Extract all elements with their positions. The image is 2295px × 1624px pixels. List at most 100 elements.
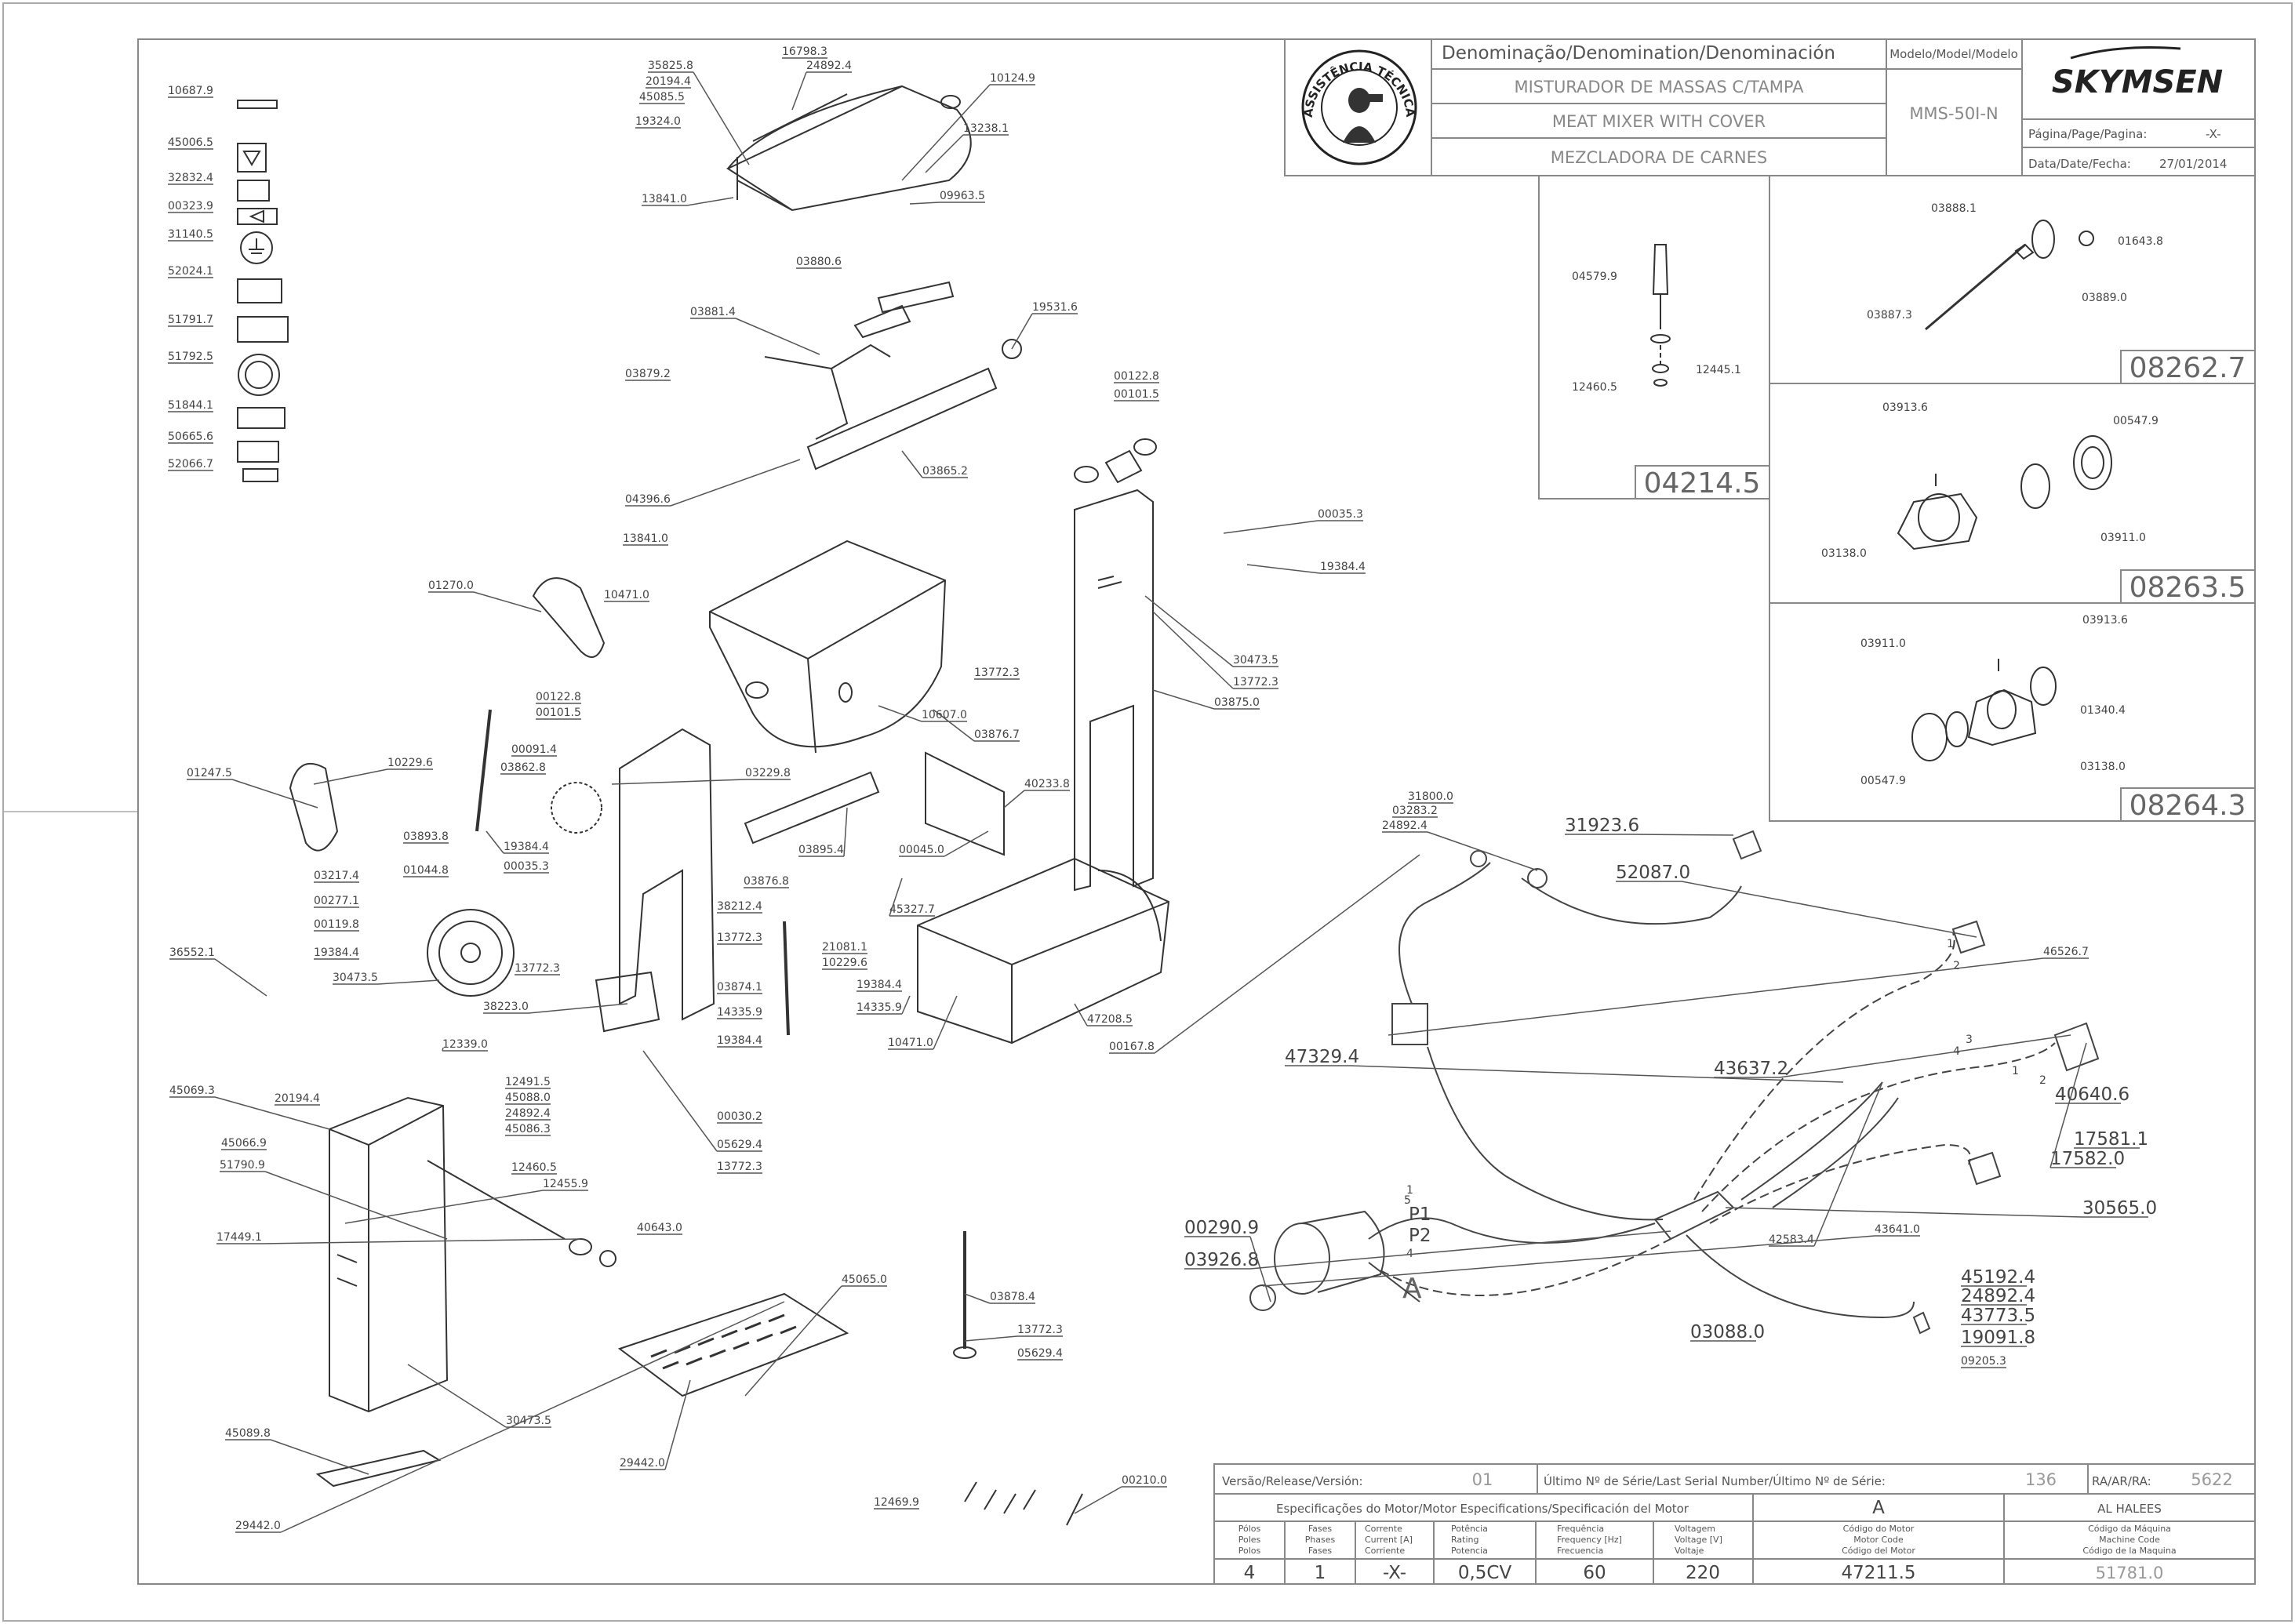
leader-line: [270, 1439, 369, 1475]
terminal-label-s2: 2: [1953, 960, 1960, 972]
part-label-10607-0-30: 10607.0: [922, 709, 967, 721]
leader-line: [1074, 1486, 1122, 1514]
motor-spec-label: Especificações do Motor/Motor Especifica…: [1276, 1502, 1689, 1516]
leader-line: [1246, 564, 1321, 574]
part-label-42583-4-114: 42583.4: [1769, 1233, 1814, 1246]
part-label-10471-0-28: 10471.0: [604, 589, 649, 601]
motor-letter: A: [1872, 1498, 1885, 1518]
part-label-00277-1-43: 00277.1: [314, 895, 359, 907]
part-label-03876-7-89: 03876.7: [974, 728, 1020, 741]
part-label-14335-9-98: 14335.9: [857, 1001, 902, 1014]
leader-line: [744, 1285, 842, 1397]
leader-line: [1011, 313, 1033, 350]
hdr-motorcode-es: Código del Motor: [1842, 1546, 1915, 1556]
hdr-voltage-en: Voltage [V]: [1675, 1535, 1722, 1545]
leader-line: [1262, 1235, 1875, 1287]
part-label-03888-1: 03888.1: [1931, 202, 1977, 215]
leader-line: [686, 197, 734, 206]
part-label-03893-8-38: 03893.8: [403, 830, 449, 843]
part-label-38212-4-48: 38212.4: [717, 900, 762, 913]
part-label-30565-0-113: 30565.0: [2082, 1198, 2157, 1219]
part-label-09963-5-20: 09963.5: [940, 190, 985, 202]
part-label-43773-5-121: 43773.5: [1961, 1306, 2035, 1326]
leader-line: [791, 71, 807, 111]
hdr-power-es: Potencia: [1451, 1546, 1488, 1556]
serial-label: Último Nº de Série/Last Serial Number/Úl…: [1544, 1473, 1886, 1488]
part-label-03229-8-36: 03229.8: [745, 767, 791, 779]
part-label-03878-4-76: 03878.4: [990, 1291, 1035, 1303]
part-label-43641-0-115: 43641.0: [1875, 1223, 1920, 1236]
part-label-45086-3-61: 45086.3: [505, 1123, 551, 1135]
hdr-poles-pt: Pólos: [1238, 1524, 1261, 1534]
part-label-45327-7-94: 45327.7: [889, 903, 935, 916]
part-label-30473-5-46: 30473.5: [333, 972, 378, 984]
terminal-label-1: 1: [1406, 1184, 1413, 1197]
part-label-52087-0-106: 52087.0: [1616, 863, 1690, 883]
subassembly-id-08263-5: 08263.5: [2130, 572, 2246, 604]
model-value: MMS-50I-N: [1909, 104, 1998, 123]
part-label-10229-6-96: 10229.6: [822, 957, 867, 969]
part-label-52024-1-5: 52024.1: [168, 265, 213, 278]
part-label-24892-4-120: 24892.4: [1961, 1286, 2035, 1306]
part-label-00101-5-82: 00101.5: [1114, 388, 1159, 401]
hdr-phases-pt: Fases: [1308, 1524, 1333, 1534]
leader-line: [1223, 520, 1318, 534]
drawing-frame: [137, 38, 2256, 1585]
part-label-45069-3-56: 45069.3: [169, 1084, 215, 1097]
part-label-00091-4-33: 00091.4: [511, 743, 557, 756]
leader-line: [964, 1335, 1018, 1342]
leader-line: [1249, 1230, 1671, 1270]
part-label-12460-5-67: 12460.5: [511, 1161, 557, 1174]
leader-line: [843, 807, 848, 857]
leader-line: [473, 591, 542, 612]
part-label-35825-8-11: 35825.8: [648, 60, 693, 72]
leader-line: [901, 450, 923, 478]
leader-line: [1779, 1034, 2071, 1078]
terminal-label-p1: P1: [1409, 1204, 1431, 1225]
product-name-en: MEAT MIXER WITH COVER: [1552, 112, 1766, 131]
leader-line: [214, 958, 267, 997]
part-label-00122-8-31: 00122.8: [536, 691, 581, 703]
leader-line: [214, 1096, 330, 1130]
page-label: Página/Page/Pagina:: [2028, 127, 2147, 141]
brand-name: SKYMSEN: [2052, 64, 2223, 100]
hdr-poles-es: Polos: [1238, 1546, 1261, 1556]
part-label-13772-3-88: 13772.3: [974, 667, 1020, 679]
val-voltage: 220: [1686, 1563, 1720, 1583]
hdr-machinecode-es: Código de la Maquina: [2082, 1546, 2176, 1556]
leader-line: [735, 318, 820, 355]
leader-line: [1003, 790, 1025, 808]
part-label-51791-7-6: 51791.7: [168, 314, 213, 326]
hdr-current-en: Current [A]: [1365, 1535, 1413, 1545]
page-value: -X-: [2206, 127, 2221, 141]
part-label-03895-4-90: 03895.4: [798, 844, 844, 856]
part-label-52066-7-10: 52066.7: [168, 458, 213, 470]
part-label-46526-7-107: 46526.7: [2043, 946, 2089, 958]
part-label-10229-6-35: 10229.6: [387, 757, 433, 769]
part-label-12455-9-68: 12455.9: [543, 1178, 588, 1190]
part-label-03887-3: 03887.3: [1867, 309, 1912, 322]
leader-line: [1074, 1003, 1088, 1026]
leader-line: [944, 830, 989, 857]
part-label-17581-1-111: 17581.1: [2074, 1129, 2148, 1150]
part-label-00035-3-83: 00035.3: [1318, 508, 1363, 521]
part-label-09205-3-123: 09205.3: [1961, 1355, 2006, 1368]
part-label-04396-6-26: 04396.6: [625, 493, 671, 506]
part-label-20194-4-14: 20194.4: [646, 75, 691, 88]
part-label-19384-4-84: 19384.4: [1320, 561, 1366, 573]
part-label-03889-0: 03889.0: [2082, 292, 2127, 304]
exploded-view-drawing: [289, 85, 1170, 1526]
part-label-03283-2-103: 03283.2: [1392, 805, 1438, 817]
part-label-10124-9-18: 10124.9: [990, 72, 1035, 85]
leader-line: [231, 779, 318, 808]
part-label-12460-5: 12460.5: [1572, 381, 1617, 394]
part-label-03876-8-91: 03876.8: [744, 875, 789, 888]
part-label-45085-5-15: 45085.5: [639, 91, 685, 104]
leader-line: [261, 1238, 581, 1244]
part-label-47208-5-100: 47208.5: [1087, 1013, 1133, 1026]
part-label-03926-8-117: 03926.8: [1184, 1250, 1259, 1270]
hdr-machinecode-pt: Código da Máquina: [2088, 1524, 2171, 1534]
terminal-label-s1: 1: [1947, 938, 1954, 950]
part-label-17449-1-69: 17449.1: [216, 1231, 262, 1244]
